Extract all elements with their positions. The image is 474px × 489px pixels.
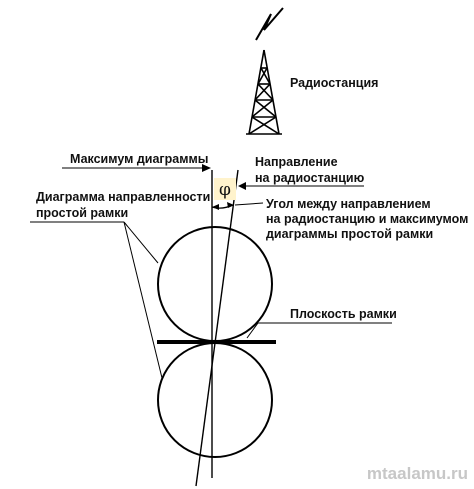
- pattern-label-line2: простой рамки: [36, 206, 128, 220]
- direction-arrow: [238, 182, 246, 190]
- angle-leader: [234, 202, 264, 206]
- phi-highlight: [214, 178, 236, 200]
- pattern-label-line1: Диаграмма направленности: [36, 190, 210, 204]
- plane-leader: [246, 322, 259, 339]
- pattern-upper-lobe: [157, 226, 273, 342]
- radio-tower-icon: [246, 49, 282, 135]
- plane-label: Плоскость рамки: [290, 307, 397, 321]
- watermark: mtaalamu.ru: [367, 464, 468, 483]
- angle-label-line2: на радиостанцию и максимумом: [266, 212, 468, 226]
- phi-symbol: φ: [219, 180, 231, 200]
- pattern-leader-lower: [123, 221, 163, 379]
- max-lobe-arrow: [202, 164, 211, 172]
- pattern-lower-lobe: [157, 342, 273, 458]
- lightning-bolt-icon: [255, 7, 284, 41]
- angle-arrow-left: [212, 204, 219, 210]
- direction-label-line2: на радиостанцию: [255, 171, 365, 185]
- angle-label-line3: диаграммы простой рамки: [266, 227, 433, 241]
- station-direction-line: [195, 169, 239, 487]
- direction-label-line1: Направление: [255, 155, 338, 169]
- pattern-leader-upper: [123, 221, 159, 264]
- angle-label-line1: Угол между направлением: [266, 197, 431, 211]
- angle-arrow-right: [227, 202, 234, 208]
- max-lobe-label: Максимум диаграммы: [70, 152, 208, 166]
- station-label: Радиостанция: [290, 76, 378, 90]
